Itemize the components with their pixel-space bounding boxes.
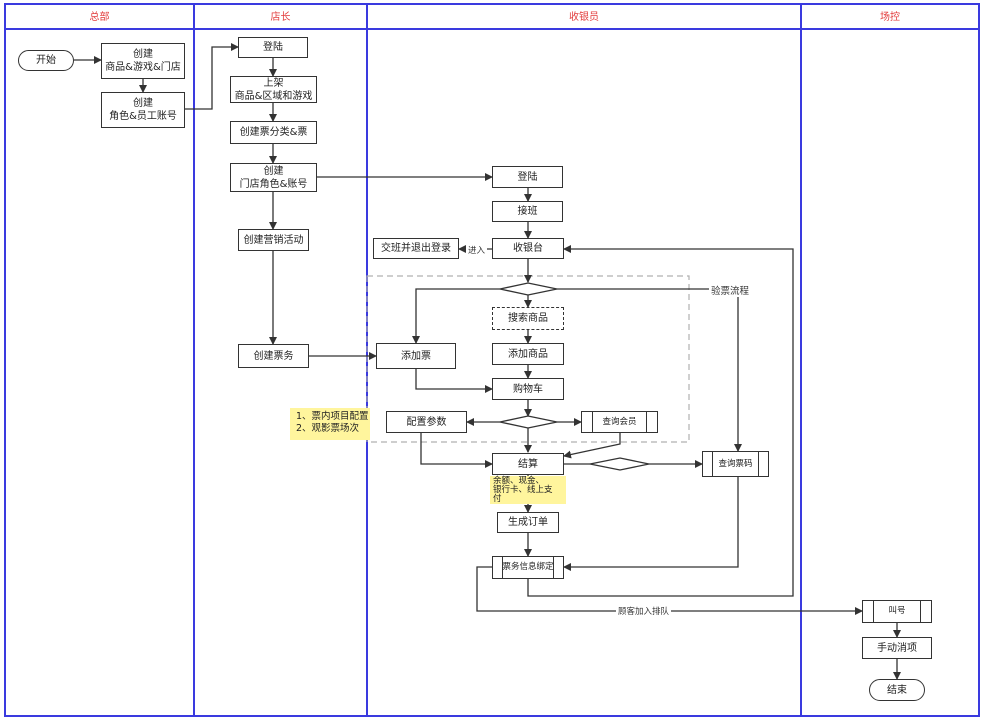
config-note-line-2: 2、观影票场次 bbox=[296, 423, 360, 434]
decision-diamond-checkout bbox=[589, 457, 650, 471]
create-roles-label-1: 创建 bbox=[133, 98, 153, 109]
store-roles-label-1: 创建 bbox=[263, 165, 284, 177]
manager-login-box: 登陆 bbox=[238, 37, 308, 58]
edge-member-to-checkout bbox=[563, 433, 621, 459]
lane-floor-control bbox=[800, 3, 980, 717]
edge-decision-to-add-ticket bbox=[412, 288, 500, 344]
checkout-box: 结算 bbox=[492, 453, 564, 475]
edge-add-ticket-to-cart bbox=[415, 369, 493, 393]
call-number-subprocess-bars bbox=[873, 601, 921, 622]
marketing-box: 创建营销活动 bbox=[238, 229, 309, 251]
config-note: 1、票内项目配置 2、观影票场次 bbox=[290, 408, 370, 440]
cart-box: 购物车 bbox=[492, 378, 564, 400]
cashier-desk-label: 收银台 bbox=[513, 243, 543, 254]
edge-query-code-to-binding bbox=[563, 477, 739, 571]
listing-label-1: 上架 bbox=[263, 77, 284, 89]
query-member-label: 查询会员 bbox=[602, 416, 637, 427]
shift-takeover-label: 接班 bbox=[517, 206, 538, 217]
ticket-service-box: 创建票务 bbox=[238, 344, 309, 368]
manual-redeem-box: 手动消项 bbox=[862, 637, 932, 659]
store-roles-label-2: 门店角色&账号 bbox=[239, 178, 308, 190]
edge-label-verify-flow: 验票流程 bbox=[709, 283, 752, 297]
config-note-line-1: 1、票内项目配置 bbox=[296, 411, 369, 422]
payment-note-line-1: 余额、现金、 bbox=[493, 476, 545, 486]
shift-takeover-box: 接班 bbox=[492, 201, 563, 222]
edge-binding-loop-to-desk bbox=[527, 245, 794, 597]
ticket-category-box: 创建票分类&票 bbox=[230, 121, 317, 144]
config-params-box: 配置参数 bbox=[386, 411, 467, 433]
query-member-box: 查询会员 bbox=[581, 411, 658, 433]
create-products-label-1: 创建 bbox=[133, 49, 153, 60]
payment-note: 余额、现金、 银行卡、线上支 付 bbox=[490, 476, 566, 504]
query-ticket-code-label: 查询票码 bbox=[718, 458, 753, 469]
manual-redeem-label: 手动消项 bbox=[877, 642, 917, 654]
cashier-login-box: 登陆 bbox=[492, 166, 563, 188]
search-products-box: 搜索商品 bbox=[492, 307, 564, 330]
edge-roles-to-mgr-login bbox=[185, 43, 239, 110]
query-ticket-code-box: 查询票码 bbox=[702, 451, 769, 477]
end-terminal: 结束 bbox=[869, 679, 925, 701]
generate-order-box: 生成订单 bbox=[497, 512, 559, 533]
ticket-binding-box: 票务信息绑定 bbox=[492, 556, 564, 579]
start-label: 开始 bbox=[36, 55, 56, 66]
checkout-label: 结算 bbox=[518, 458, 538, 470]
query-member-subprocess-bars bbox=[592, 412, 647, 432]
decision-diamond-sales bbox=[499, 282, 558, 296]
add-ticket-label: 添加票 bbox=[401, 350, 431, 362]
lane-title-floor-control: 场控 bbox=[800, 3, 980, 30]
config-params-label: 配置参数 bbox=[406, 416, 447, 428]
ticket-category-label: 创建票分类&票 bbox=[239, 127, 308, 138]
call-number-box: 叫号 bbox=[862, 600, 932, 623]
lane-title-manager: 店长 bbox=[193, 3, 368, 30]
generate-order-label: 生成订单 bbox=[508, 517, 548, 528]
create-products-label-2: 商品&游戏&门店 bbox=[105, 62, 181, 73]
listing-box: 上架 商品&区域和游戏 bbox=[230, 76, 317, 103]
ticket-service-label: 创建票务 bbox=[253, 350, 294, 362]
payment-note-line-3: 付 bbox=[493, 494, 502, 504]
handover-logout-label: 交班并退出登录 bbox=[381, 243, 451, 254]
payment-note-line-2: 银行卡、线上支 bbox=[493, 485, 553, 495]
cashier-login-label: 登陆 bbox=[517, 171, 538, 183]
listing-label-2: 商品&区域和游戏 bbox=[234, 90, 313, 102]
decision-diamond-cart bbox=[499, 415, 558, 429]
store-roles-box: 创建 门店角色&账号 bbox=[230, 163, 317, 192]
query-ticket-code-subprocess-bars bbox=[712, 452, 759, 476]
create-roles-box: 创建 角色&员工账号 bbox=[101, 92, 185, 128]
cashier-desk-box: 收银台 bbox=[492, 238, 564, 259]
start-terminal: 开始 bbox=[18, 50, 74, 71]
end-label: 结束 bbox=[887, 684, 907, 696]
marketing-label: 创建营销活动 bbox=[243, 234, 304, 246]
add-product-box: 添加商品 bbox=[492, 343, 564, 365]
create-roles-label-2: 角色&员工账号 bbox=[109, 111, 177, 122]
create-products-box: 创建 商品&游戏&门店 bbox=[101, 43, 185, 79]
ticket-binding-label: 票务信息绑定 bbox=[502, 562, 554, 572]
ticket-binding-subprocess-bars bbox=[502, 557, 554, 578]
edge-config-to-checkout bbox=[420, 433, 493, 468]
lane-title-cashier: 收银员 bbox=[366, 3, 802, 30]
add-product-label: 添加商品 bbox=[508, 348, 548, 360]
add-ticket-box: 添加票 bbox=[376, 343, 456, 369]
manager-login-label: 登陆 bbox=[263, 42, 283, 53]
call-number-label: 叫号 bbox=[888, 606, 906, 616]
search-products-label: 搜索商品 bbox=[508, 313, 548, 324]
lane-title-hq: 总部 bbox=[4, 3, 195, 30]
edge-label-enter: 进入 bbox=[466, 244, 488, 256]
handover-logout-box: 交班并退出登录 bbox=[373, 238, 459, 259]
edge-label-customer-queue: 顾客加入排队 bbox=[616, 605, 672, 617]
cart-label: 购物车 bbox=[513, 383, 543, 395]
